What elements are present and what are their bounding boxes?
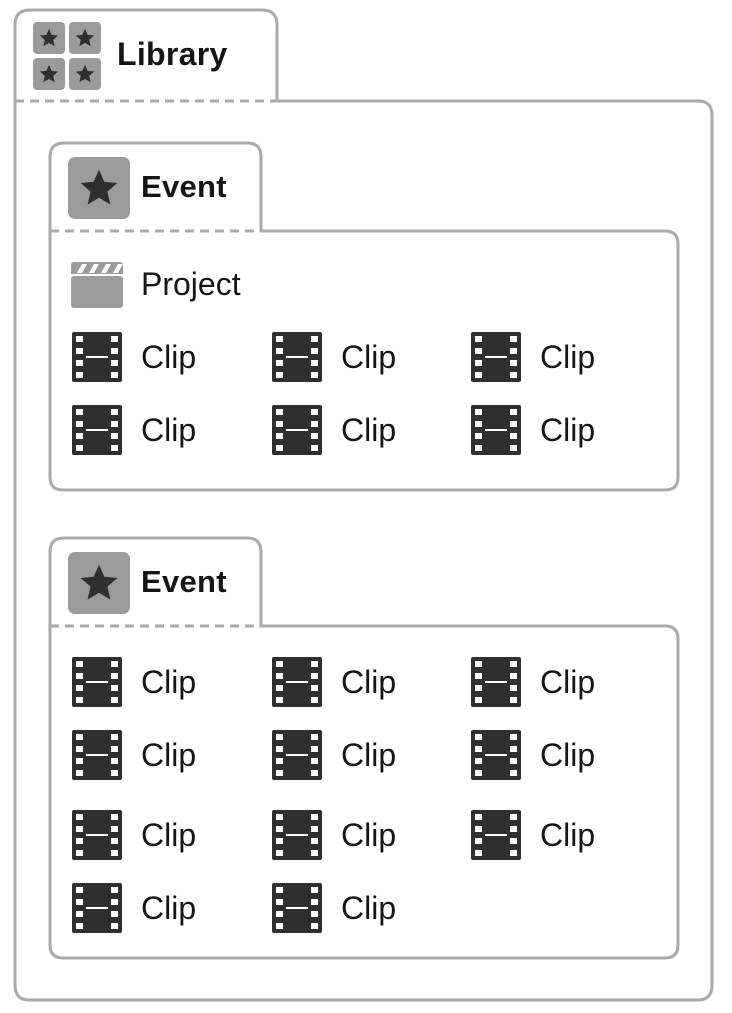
clip-label: Clip <box>141 412 197 448</box>
film-strip-icon <box>471 730 521 780</box>
film-strip-icon <box>72 405 122 455</box>
clip-item: Clip <box>272 331 396 383</box>
film-strip-icon <box>471 332 521 382</box>
project-label: Project <box>141 266 241 302</box>
film-strip-icon <box>272 405 322 455</box>
clip-label: Clip <box>341 737 397 773</box>
film-strip-icon <box>72 730 122 780</box>
clip-label: Clip <box>141 817 197 853</box>
film-strip-icon <box>72 883 122 933</box>
film-strip-icon <box>471 810 521 860</box>
film-strip-icon <box>272 332 322 382</box>
clip-label: Clip <box>341 339 397 375</box>
event-star-icon <box>68 157 130 219</box>
event-2-folder-outline <box>48 536 680 960</box>
clip-item: Clip <box>72 809 196 861</box>
clip-label: Clip <box>341 817 397 853</box>
clip-label: Clip <box>540 664 596 700</box>
film-strip-icon <box>272 883 322 933</box>
clip-item: Clip <box>272 809 396 861</box>
clip-label: Clip <box>341 664 397 700</box>
event-title: Event <box>141 564 227 599</box>
event-star-icon <box>68 552 130 614</box>
library-title: Library <box>117 36 228 72</box>
film-strip-icon <box>272 810 322 860</box>
event-1-folder-outline <box>48 141 680 492</box>
clip-label: Clip <box>540 817 596 853</box>
library-icon <box>33 22 101 90</box>
clip-item: Clip <box>471 809 595 861</box>
clip-label: Clip <box>141 737 197 773</box>
clapperboard-icon <box>70 261 124 309</box>
library-folder-outline <box>13 8 714 1002</box>
clip-item: Clip <box>471 729 595 781</box>
clip-label: Clip <box>341 890 397 926</box>
film-strip-icon <box>272 657 322 707</box>
clip-label: Clip <box>540 737 596 773</box>
clip-item: Clip <box>72 729 196 781</box>
star-icon <box>69 22 101 54</box>
clip-item: Clip <box>72 656 196 708</box>
clip-item: Clip <box>72 882 196 934</box>
clip-item: Clip <box>272 882 396 934</box>
clip-label: Clip <box>141 664 197 700</box>
clip-item: Clip <box>272 404 396 456</box>
film-strip-icon <box>72 332 122 382</box>
star-icon <box>69 58 101 90</box>
clip-label: Clip <box>540 339 596 375</box>
clip-label: Clip <box>141 890 197 926</box>
clip-label: Clip <box>540 412 596 448</box>
clip-item: Clip <box>72 331 196 383</box>
film-strip-icon <box>72 657 122 707</box>
film-strip-icon <box>471 657 521 707</box>
film-strip-icon <box>471 405 521 455</box>
film-strip-icon <box>272 730 322 780</box>
clip-item: Clip <box>72 404 196 456</box>
clip-item: Clip <box>471 331 595 383</box>
clip-label: Clip <box>141 339 197 375</box>
clip-label: Clip <box>341 412 397 448</box>
star-icon <box>33 58 65 90</box>
star-icon <box>33 22 65 54</box>
clip-item: Clip <box>272 656 396 708</box>
film-strip-icon <box>72 810 122 860</box>
clip-item: Clip <box>272 729 396 781</box>
event-title: Event <box>141 169 227 204</box>
clip-item: Clip <box>471 656 595 708</box>
clip-item: Clip <box>471 404 595 456</box>
